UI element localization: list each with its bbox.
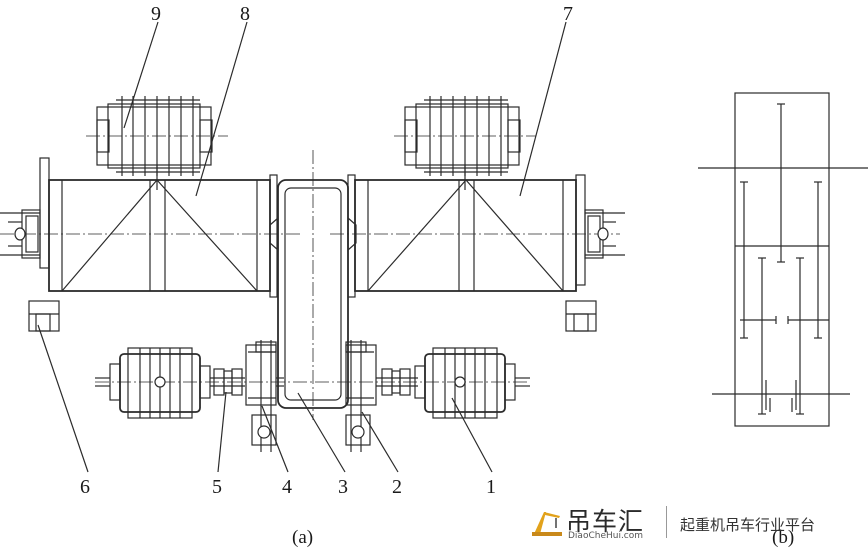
left-coupling xyxy=(210,368,245,396)
label-3: 3 xyxy=(338,476,348,498)
label-5: 5 xyxy=(212,476,222,498)
label-7: 7 xyxy=(563,3,573,25)
right-drum xyxy=(330,174,620,298)
label-9: 9 xyxy=(151,3,161,25)
right-end-bearing xyxy=(584,209,625,259)
label-2: 2 xyxy=(392,476,402,498)
caption-b: (b) xyxy=(772,527,794,548)
right-motor xyxy=(414,347,530,419)
left-end-bearing xyxy=(0,209,41,259)
leader-lines xyxy=(37,21,567,473)
left-motor xyxy=(95,347,211,419)
gear-schematic xyxy=(698,92,868,427)
central-gearbox xyxy=(269,150,357,420)
label-1: 1 xyxy=(486,476,496,498)
right-clutch-stack xyxy=(394,96,536,190)
crane-logo-icon xyxy=(532,512,562,536)
left-clutch-stack xyxy=(86,96,228,190)
right-brake xyxy=(345,340,377,452)
watermark-separator xyxy=(666,506,667,538)
right-support-foot xyxy=(565,300,597,332)
right-coupling xyxy=(376,368,418,396)
watermark-brand-en: DiaoCheHui.com xyxy=(568,531,644,541)
watermark-slogan: 起重机吊车行业平台 xyxy=(680,516,816,534)
label-6: 6 xyxy=(80,476,90,498)
label-4: 4 xyxy=(282,476,292,498)
caption-a: (a) xyxy=(292,527,313,548)
left-support-foot xyxy=(28,300,60,332)
left-brake xyxy=(245,340,284,452)
label-8: 8 xyxy=(240,3,250,25)
watermark: 吊车汇 DiaoCheHui.com 起重机吊车行业平台 xyxy=(530,502,830,542)
watermark-brand-cn: 吊车汇 xyxy=(566,507,645,536)
left-drum xyxy=(0,157,300,298)
